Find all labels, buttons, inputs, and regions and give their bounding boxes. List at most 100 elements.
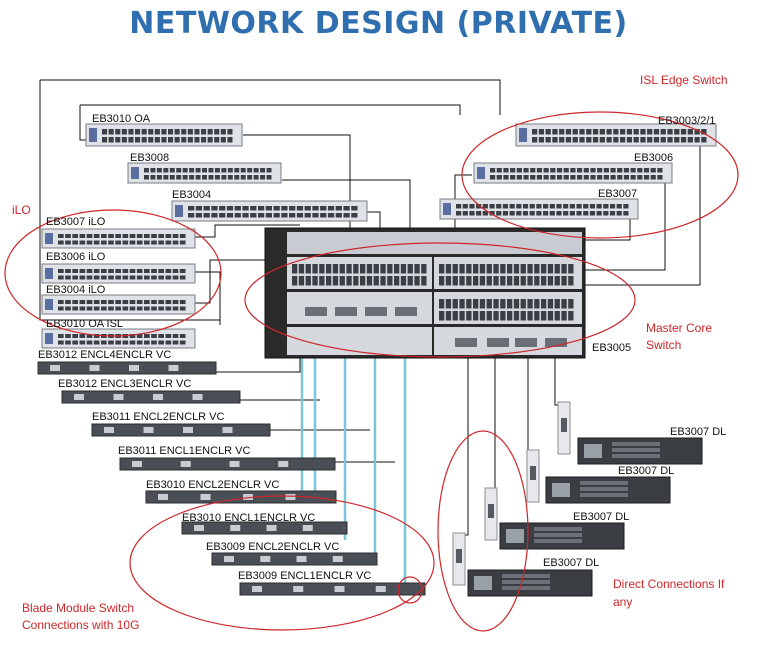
switch-eb3003-port <box>572 137 578 143</box>
switch-eb3003-port <box>532 129 538 135</box>
label-blade-2: EB3012 ENCL3ENCLR VC <box>58 378 192 390</box>
switch-eb3007-port <box>469 204 475 209</box>
switch-eb3003-port <box>532 137 538 143</box>
switch-ilo-3004-port <box>93 306 100 311</box>
switch-ilo-3006-port <box>86 269 93 273</box>
switch-ilo-3006-port <box>93 275 100 280</box>
switch-ilo-3006-port <box>122 269 129 273</box>
switch-eb3006-port <box>643 168 650 173</box>
annotation-master-core-1: Master Core <box>646 321 713 335</box>
switch-ilo-3004-port <box>72 306 78 311</box>
core-port <box>473 311 479 321</box>
switch-eb3007-port <box>489 204 495 209</box>
switch-eb3004-port <box>203 206 210 211</box>
switch-eb3007-port <box>476 204 482 209</box>
switch-ilo-3006-port <box>65 269 71 273</box>
server-drive <box>502 574 550 578</box>
switch-eb3008-port <box>150 175 156 180</box>
switch-ilo-3006-port <box>172 275 179 280</box>
switch-eb3004-port <box>211 213 218 218</box>
switch-ilo-3006-port <box>179 275 186 280</box>
switch-eb3010-oa-port <box>154 129 160 135</box>
switch-eb3006-port <box>550 175 556 180</box>
switch-ilo-3007-port <box>158 234 164 238</box>
switch-eb3003-port <box>633 137 639 143</box>
switch-eb3006-port <box>523 175 529 180</box>
switch-eb3010-oa-port <box>227 137 233 143</box>
server-drive <box>502 580 550 584</box>
blade-port <box>302 525 313 531</box>
switch-ilo-3006-port <box>79 269 86 273</box>
switch-eb3006-port <box>510 175 516 180</box>
cable-direct-3 <box>527 345 532 456</box>
switch-ilo-3006-port <box>136 269 143 273</box>
switch-eb3004-port <box>234 213 241 218</box>
switch-ilo-3007-port <box>101 240 107 245</box>
switch-ilo-3006 <box>41 263 196 284</box>
core-port <box>346 276 352 286</box>
core-port <box>527 311 533 321</box>
switch-eb3003-port <box>640 137 646 143</box>
core-port <box>339 264 345 274</box>
switch-eb3003-port <box>552 129 558 135</box>
server-drive <box>612 448 660 452</box>
switch-ilo-3006-port <box>108 275 114 280</box>
cable-eb3008 <box>282 179 411 245</box>
switch-eb3004-port <box>195 206 203 211</box>
blade-port <box>266 525 277 531</box>
switch-eb3006-port <box>597 175 603 180</box>
switch-ilo-3004-port <box>86 306 93 311</box>
core-port <box>561 276 567 286</box>
switch-eb3004-port <box>320 206 327 211</box>
switch-eb3006-port <box>603 168 609 173</box>
switch-eb3007-port <box>456 211 462 216</box>
switch-oa-isl-port <box>158 334 164 338</box>
switch-ilo-3006-port <box>122 275 129 280</box>
switch-eb3008-port <box>163 168 169 173</box>
switch-eb3004-port <box>327 206 335 211</box>
switch-eb3003-port <box>592 137 599 143</box>
core-port <box>459 264 465 274</box>
switch-eb3007-port <box>516 204 522 209</box>
switch-eb3003-logo <box>519 128 527 142</box>
core-port <box>407 264 413 274</box>
switch-ilo-3004-port <box>108 306 114 311</box>
cable-ilo3006 <box>195 271 221 325</box>
label-blade-3: EB3011 ENCL2ENCLR VC <box>92 411 225 423</box>
core-port <box>380 264 386 274</box>
switch-oa-isl-port <box>72 334 78 338</box>
core-port <box>394 276 400 286</box>
switch-ilo-3007-logo <box>45 233 53 244</box>
switch-oa-isl-logo <box>45 333 53 344</box>
switch-ilo-3006-port <box>158 275 164 280</box>
switch-eb3008-port <box>182 168 188 173</box>
label-eb3010-oa: EB3010 OA <box>92 113 151 125</box>
switch-oa-isl-port <box>72 340 78 345</box>
switch-ilo-3004-port <box>179 300 186 304</box>
switch-eb3003-port <box>701 129 707 135</box>
switch-eb3003-port <box>687 137 693 143</box>
switch-eb3006-port <box>543 168 549 173</box>
core-port <box>360 276 366 286</box>
switch-oa-isl-port <box>165 340 172 345</box>
cable-direct-2 <box>490 345 496 491</box>
switch-eb3004-port <box>327 213 335 218</box>
core-port <box>452 264 458 274</box>
switch-eb3007-port <box>596 204 602 209</box>
label-eb3003: EB3003/2/1 <box>658 115 716 127</box>
switch-eb3004-port <box>320 213 327 218</box>
switch-ilo-3007-port <box>179 240 186 245</box>
switch-ilo-3006-port <box>129 275 136 280</box>
switch-eb3003-port <box>586 129 592 135</box>
switch-ilo-3006-port <box>179 269 186 273</box>
core-port <box>346 264 352 274</box>
switch-eb3007-port <box>569 211 575 216</box>
switch-ilo-3004-port <box>65 306 71 311</box>
switch-eb3010-oa-port <box>121 129 127 135</box>
core-port <box>445 276 452 286</box>
switch-eb3003-port <box>674 137 680 143</box>
module-port <box>561 418 567 432</box>
switch-eb3006-port <box>536 175 543 180</box>
label-ilo-3004: EB3004 iLO <box>46 284 106 296</box>
